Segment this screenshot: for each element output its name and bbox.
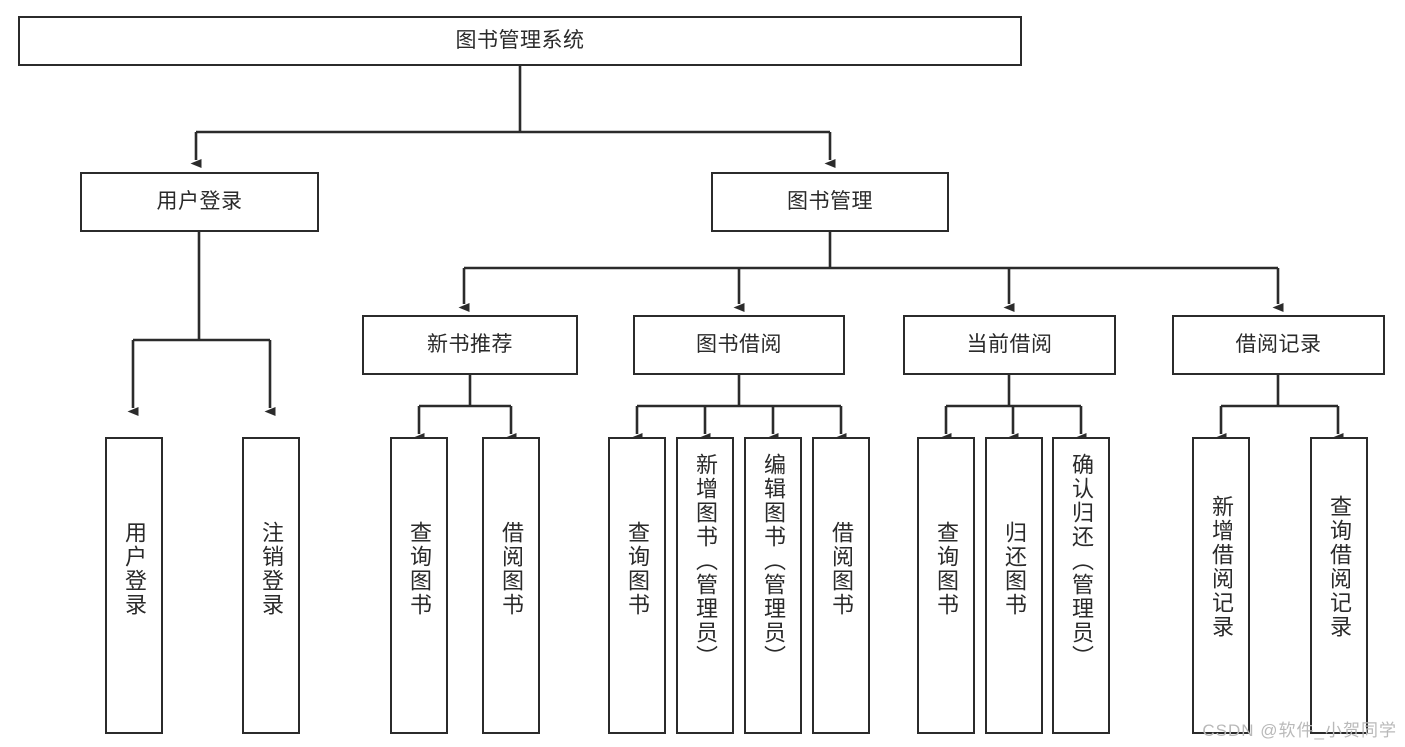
node-leaf-query-book-2-label: 查询图书	[624, 521, 650, 617]
node-leaf-return-book[interactable]: 归还图书	[985, 437, 1043, 734]
node-leaf-confirm-return[interactable]: 确认归还（管理员）	[1052, 437, 1110, 734]
node-new-book-recommend-label: 新书推荐	[427, 333, 513, 357]
node-root[interactable]: 图书管理系统	[18, 16, 1022, 66]
node-leaf-add-book-label: 新增图书（管理员）	[692, 453, 718, 669]
node-leaf-user-logout[interactable]: 注销登录	[242, 437, 300, 734]
node-user-login-label: 用户登录	[156, 190, 243, 214]
node-new-book-recommend[interactable]: 新书推荐	[362, 315, 578, 375]
node-leaf-add-record[interactable]: 新增借阅记录	[1192, 437, 1250, 734]
node-leaf-query-book-3-label: 查询图书	[933, 521, 959, 617]
node-leaf-user-logout-label: 注销登录	[258, 521, 284, 617]
watermark-text: CSDN @软件_小贺同学	[1202, 721, 1397, 740]
node-leaf-confirm-return-label: 确认归还（管理员）	[1068, 453, 1094, 669]
node-leaf-query-record[interactable]: 查询借阅记录	[1310, 437, 1368, 734]
node-leaf-query-record-label: 查询借阅记录	[1326, 495, 1352, 639]
node-leaf-query-book-3[interactable]: 查询图书	[917, 437, 975, 734]
node-book-borrow-label: 图书借阅	[696, 333, 782, 357]
node-leaf-user-login-label: 用户登录	[121, 521, 147, 617]
node-leaf-borrow-book-2-label: 借阅图书	[828, 521, 854, 617]
node-leaf-add-record-label: 新增借阅记录	[1208, 495, 1234, 639]
node-leaf-query-book-1-label: 查询图书	[406, 521, 432, 617]
node-borrow-record[interactable]: 借阅记录	[1172, 315, 1385, 375]
node-root-label: 图书管理系统	[455, 29, 585, 53]
node-leaf-add-book[interactable]: 新增图书（管理员）	[676, 437, 734, 734]
node-book-manage-label: 图书管理	[787, 190, 873, 214]
node-leaf-query-book-2[interactable]: 查询图书	[608, 437, 666, 734]
node-borrow-record-label: 借阅记录	[1235, 333, 1322, 357]
node-leaf-edit-book-label: 编辑图书（管理员）	[760, 453, 786, 669]
node-leaf-borrow-book-1[interactable]: 借阅图书	[482, 437, 540, 734]
node-leaf-return-book-label: 归还图书	[1001, 521, 1027, 617]
node-leaf-query-book-1[interactable]: 查询图书	[390, 437, 448, 734]
node-user-login[interactable]: 用户登录	[80, 172, 319, 232]
node-leaf-user-login[interactable]: 用户登录	[105, 437, 163, 734]
node-leaf-borrow-book-1-label: 借阅图书	[498, 521, 524, 617]
node-current-borrow-label: 当前借阅	[966, 333, 1053, 357]
node-book-borrow[interactable]: 图书借阅	[633, 315, 845, 375]
node-leaf-edit-book[interactable]: 编辑图书（管理员）	[744, 437, 802, 734]
node-leaf-borrow-book-2[interactable]: 借阅图书	[812, 437, 870, 734]
node-book-manage[interactable]: 图书管理	[711, 172, 949, 232]
node-current-borrow[interactable]: 当前借阅	[903, 315, 1116, 375]
